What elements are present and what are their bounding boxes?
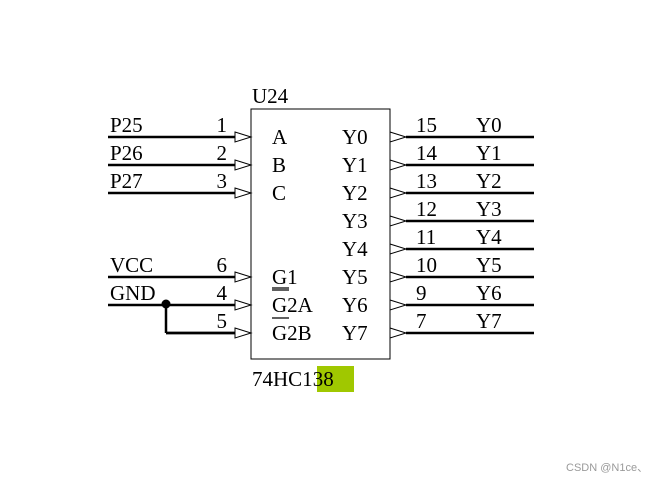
pin-number: 12	[416, 197, 437, 221]
net-label: P27	[110, 169, 143, 193]
pin-name: C	[272, 181, 286, 205]
pin-name: G1	[272, 265, 298, 289]
net-label: Y2	[476, 169, 502, 193]
pin-number: 6	[217, 253, 228, 277]
chip-ref: U24	[252, 84, 289, 108]
part-number-highlight	[317, 366, 354, 392]
pin-name: G2B	[272, 321, 312, 345]
net-label: VCC	[110, 253, 153, 277]
pin-number: 9	[416, 281, 427, 305]
pin-name: Y4	[342, 237, 368, 261]
pin-name: Y7	[342, 321, 368, 345]
output-arrow-icon	[389, 243, 408, 255]
pin-name: B	[272, 153, 286, 177]
pin-number: 4	[217, 281, 228, 305]
pin-number: 11	[416, 225, 436, 249]
input-arrow-icon	[234, 299, 253, 311]
input-arrow-icon	[234, 327, 253, 339]
pin-number: 13	[416, 169, 437, 193]
part-number: 74HC138	[252, 367, 334, 391]
pin-name: Y3	[342, 209, 368, 233]
net-label: Y7	[476, 309, 502, 333]
net-label: Y3	[476, 197, 502, 221]
input-arrow-icon	[234, 159, 253, 171]
pin-number: 3	[217, 169, 228, 193]
net-label: Y6	[476, 281, 502, 305]
ic-body	[250, 108, 391, 360]
net-label: GND	[110, 281, 156, 305]
net-label: Y1	[476, 141, 502, 165]
pin-number: 1	[217, 113, 228, 137]
net-label: Y0	[476, 113, 502, 137]
junction-dot	[161, 299, 171, 309]
input-arrow-icon	[234, 131, 253, 143]
output-arrow-icon	[389, 215, 408, 227]
pin-name: Y1	[342, 153, 368, 177]
net-label: Y4	[476, 225, 502, 249]
output-arrow-icon	[389, 159, 408, 171]
output-arrow-icon	[389, 271, 408, 283]
watermark: CSDN @N1ce、	[566, 462, 648, 474]
output-arrow-icon	[389, 131, 408, 143]
pin-number: 7	[416, 309, 427, 333]
gnd-tie	[161, 299, 235, 335]
pin-name: Y5	[342, 265, 368, 289]
input-arrow-icon	[234, 187, 253, 199]
net-label: P26	[110, 141, 143, 165]
pin-number: 5	[217, 309, 228, 333]
input-arrow-icon	[234, 271, 253, 283]
net-label: Y5	[476, 253, 502, 277]
output-arrow-icon	[389, 299, 408, 311]
output-arrow-icon	[389, 187, 408, 199]
pin-name: G2A	[272, 293, 314, 317]
pin-number: 15	[416, 113, 437, 137]
net-label: P25	[110, 113, 143, 137]
pin-number: 2	[217, 141, 228, 165]
pin-name: Y0	[342, 125, 368, 149]
pin-name: Y6	[342, 293, 368, 317]
pin-name: Y2	[342, 181, 368, 205]
output-arrow-icon	[389, 327, 408, 339]
pin-number: 14	[416, 141, 438, 165]
pin-name: A	[272, 125, 288, 149]
pin-number: 10	[416, 253, 437, 277]
